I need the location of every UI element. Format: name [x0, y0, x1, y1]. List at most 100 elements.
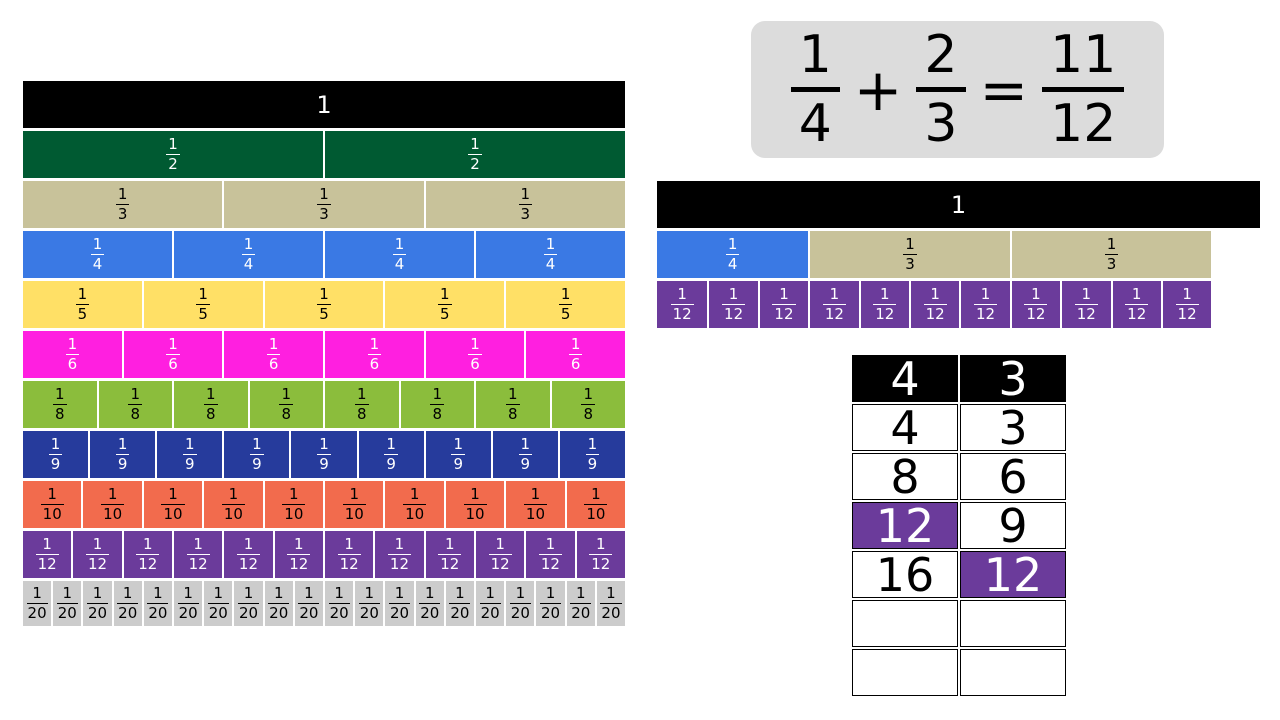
- numerator: 1: [243, 583, 254, 602]
- denominator: 20: [178, 604, 198, 623]
- denominator: 3: [520, 205, 531, 224]
- fraction-bar: [923, 303, 947, 306]
- denominator: 10: [284, 505, 304, 524]
- denominator: 10: [103, 505, 123, 524]
- denominator: 12: [724, 305, 744, 324]
- denominator: 20: [208, 604, 228, 623]
- fraction-bar: [468, 353, 482, 356]
- denominator: 12: [138, 555, 158, 574]
- denominator: 20: [389, 604, 410, 623]
- fraction-bar: [52, 403, 67, 406]
- fraction-bar: [1024, 303, 1048, 306]
- fraction-bar: [449, 602, 471, 605]
- fraction-bar: [873, 303, 897, 306]
- numerator: 1: [545, 583, 556, 602]
- table-row: [852, 600, 1067, 647]
- numerator: 1: [727, 234, 738, 253]
- fraction-bar: [903, 253, 917, 256]
- fraction-bar: [147, 602, 169, 605]
- denominator: 20: [57, 604, 77, 623]
- fraction-bar: [354, 403, 369, 406]
- denominator: 6: [570, 355, 581, 374]
- fraction-bar: [367, 353, 382, 356]
- denominator: 9: [386, 455, 396, 474]
- denominator: 6: [67, 355, 78, 374]
- denominator: 20: [480, 604, 500, 623]
- denominator: 4: [243, 255, 254, 274]
- denominator: 10: [344, 505, 364, 524]
- fraction-bar: [40, 503, 64, 506]
- denominator: 5: [77, 305, 88, 324]
- denominator: 12: [339, 555, 359, 574]
- table-header-cell: 3: [960, 355, 1066, 402]
- denominator: 12: [87, 555, 108, 574]
- denominator: 12: [1177, 305, 1197, 324]
- denominator: 20: [148, 604, 168, 623]
- numerator: 1: [344, 534, 354, 553]
- denominator: 4: [727, 255, 738, 274]
- fraction-bar: [463, 503, 487, 506]
- plus-sign: +: [853, 55, 903, 124]
- numerator: 1: [591, 484, 601, 503]
- denominator: 10: [223, 505, 243, 524]
- numerator: 1: [520, 184, 531, 203]
- fraction-bar: [916, 87, 966, 92]
- numerator: 1: [47, 484, 57, 503]
- numerator: 1: [319, 434, 329, 453]
- fraction-bar: [65, 353, 80, 356]
- fraction-bar: [90, 253, 105, 256]
- numerator: 1: [386, 434, 396, 453]
- numerator: 1: [356, 384, 367, 403]
- numerator: 1: [364, 583, 375, 602]
- numerator: 1: [587, 434, 598, 453]
- denominator: 20: [87, 604, 108, 623]
- table-cell: 6: [960, 453, 1066, 500]
- numerator: 1: [1131, 284, 1142, 303]
- denominator: 10: [163, 505, 183, 524]
